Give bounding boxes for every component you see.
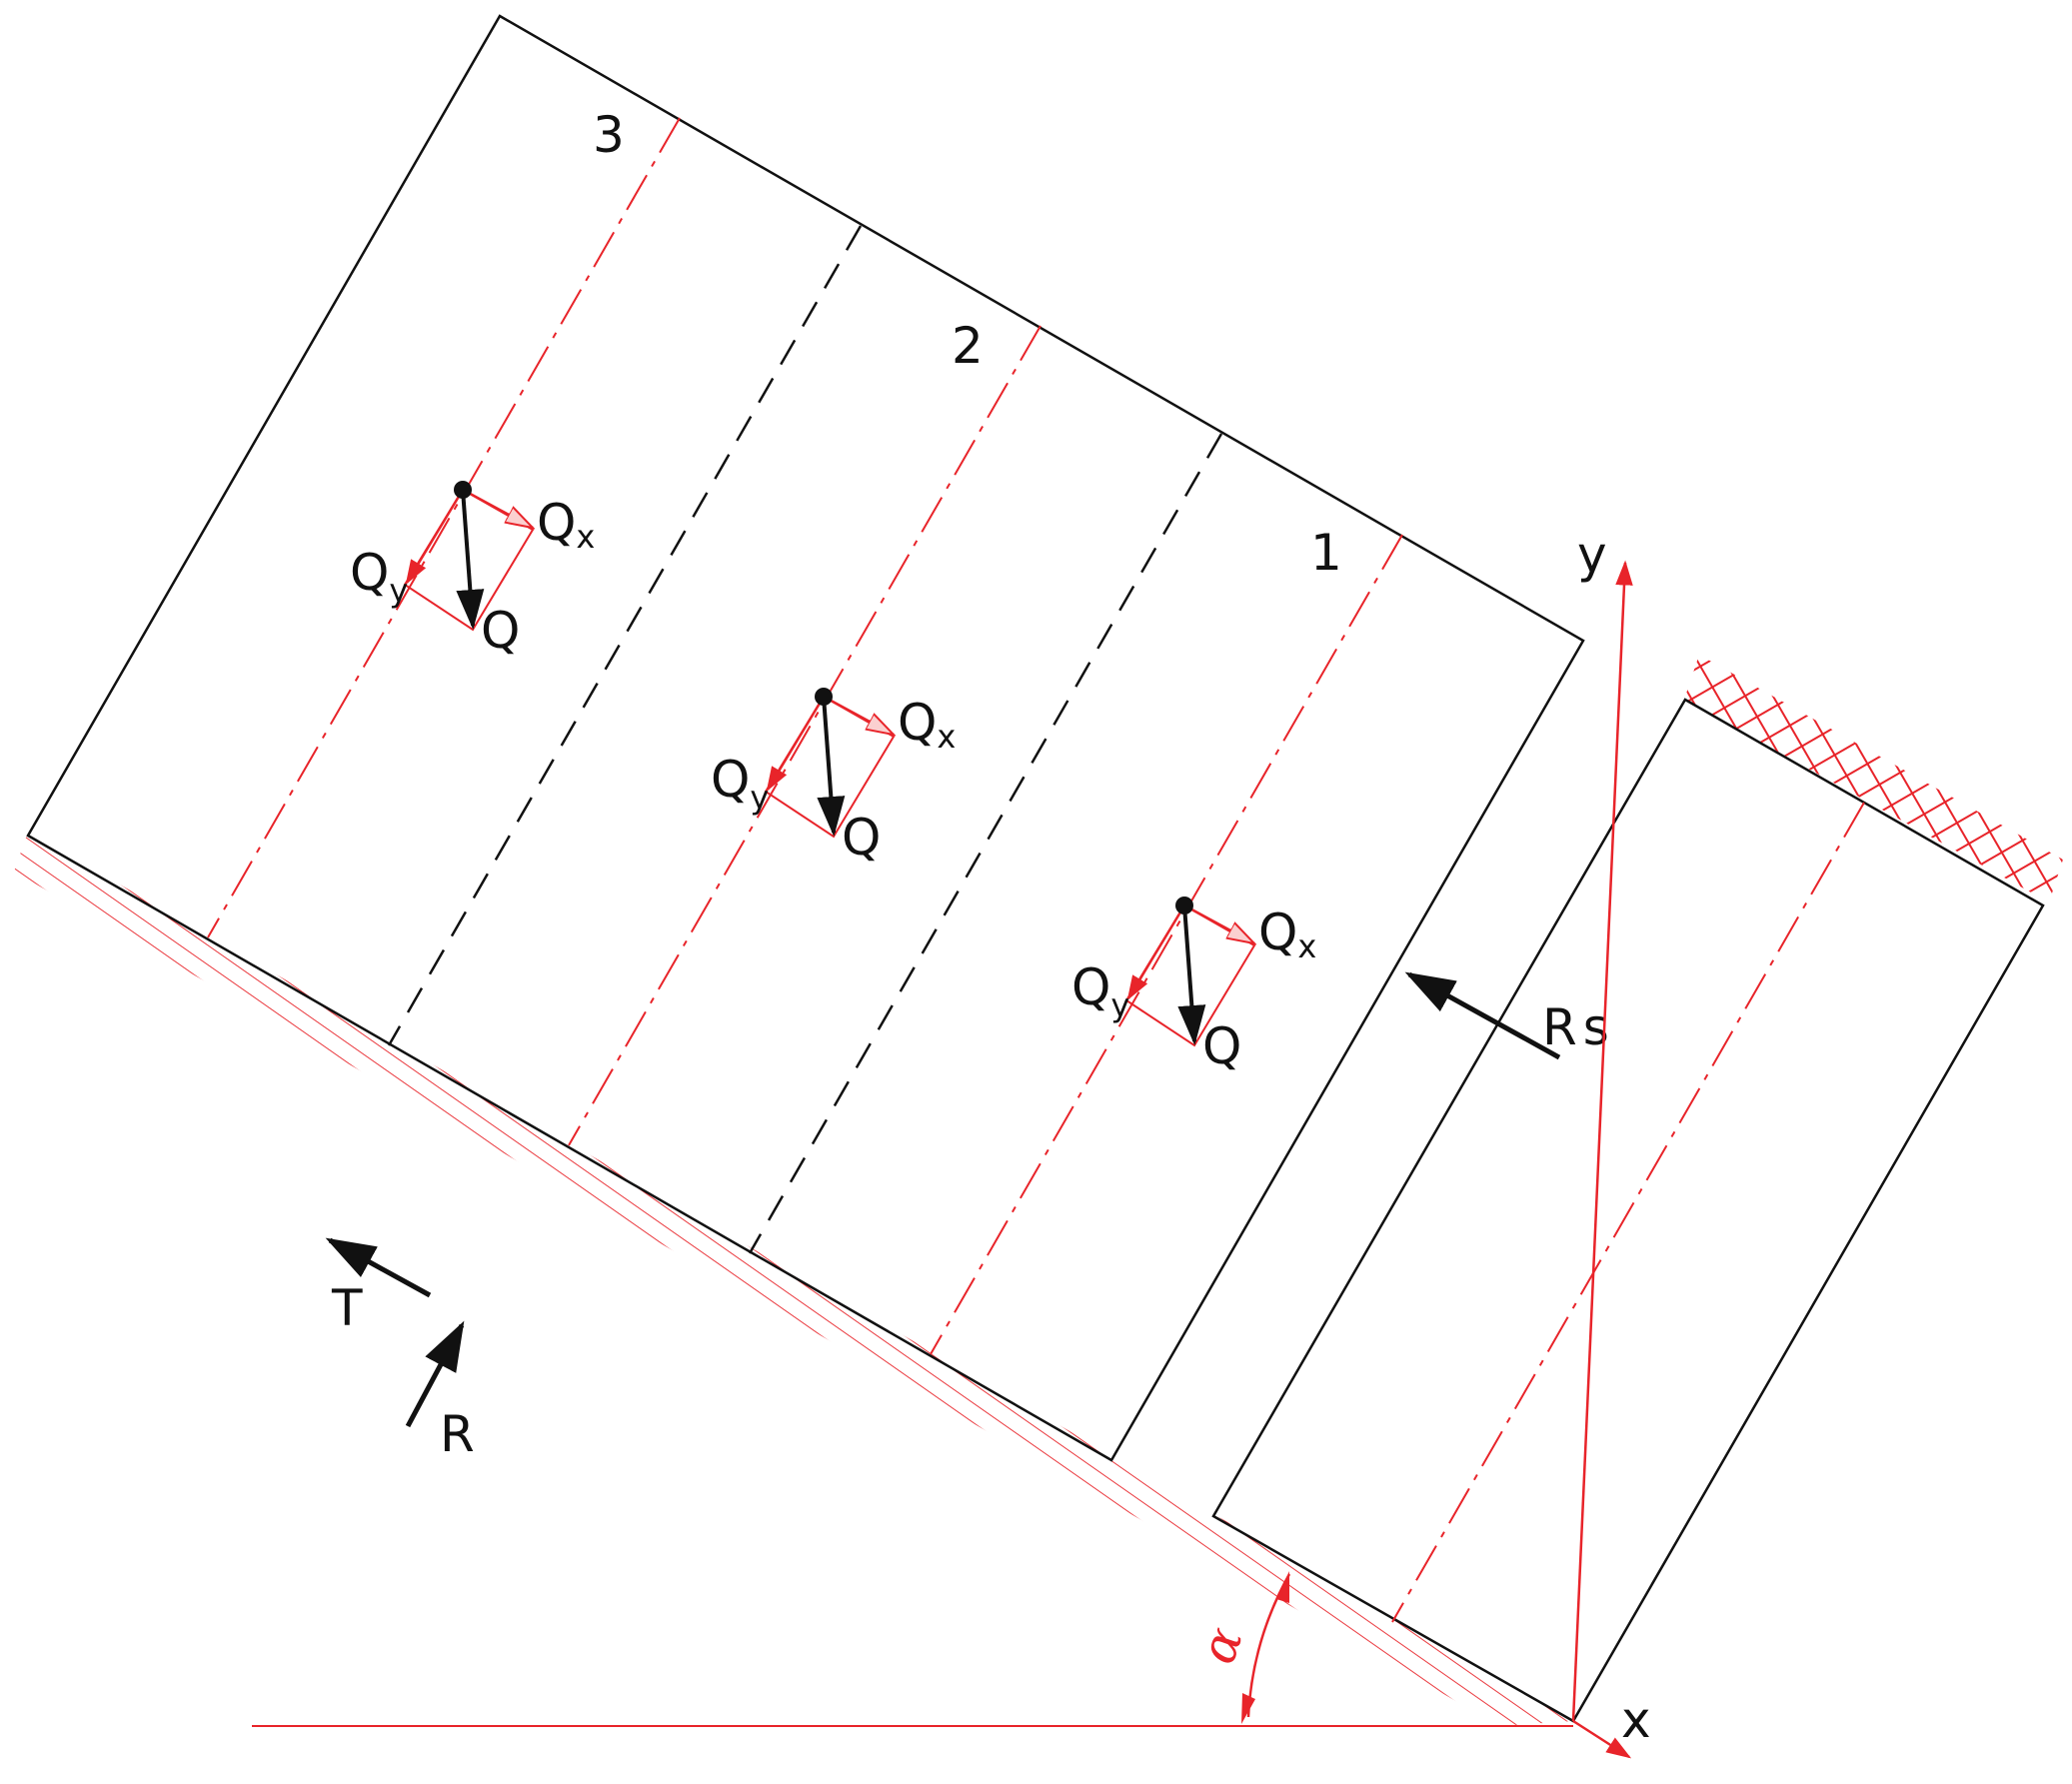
qy-label-1: Qy: [1071, 958, 1129, 1024]
q-arrow-2: [817, 696, 846, 837]
t-arrow: [325, 1237, 432, 1298]
force-group-block-3: Qx Qy Q: [350, 481, 595, 660]
q-arrow-3: [456, 489, 485, 630]
qy-arrow-2: [766, 696, 826, 793]
qx-arrow-2: [823, 695, 894, 735]
centroid-3: [454, 481, 472, 499]
right-block-outline: [1211, 698, 2045, 1723]
r-label: R: [440, 1405, 475, 1463]
block-number-1: 1: [1310, 524, 1342, 582]
angle-arc-head-top: [1276, 1571, 1289, 1603]
qy-label-2: Qy: [711, 751, 769, 817]
centerline-block-3: [207, 117, 681, 938]
qx-arrow-1: [1183, 903, 1254, 943]
centroid-2: [815, 688, 833, 706]
qx-arrow-3: [462, 488, 533, 528]
q-label-3: Q: [481, 602, 520, 660]
t-label: T: [331, 1279, 363, 1337]
separator-block-2-3: [387, 225, 863, 1046]
support-crosshatch: [1684, 655, 2063, 902]
x-axis-label: x: [1621, 1691, 1651, 1749]
qx-label-1: Qx: [1258, 903, 1316, 965]
qx-label-2: Qx: [898, 694, 956, 756]
qy-label-3: Qy: [350, 544, 408, 610]
q-label-1: Q: [1202, 1017, 1241, 1075]
main-body-outline: [26, 14, 1585, 1462]
centerline-block-1: [930, 534, 1403, 1355]
block-number-3: 3: [593, 106, 625, 164]
qy-arrow-3: [405, 489, 465, 586]
angle-arc-head-bottom: [1241, 1693, 1255, 1724]
r-arrow: [405, 1320, 465, 1428]
y-axis-label: y: [1577, 526, 1607, 584]
centerline-block-2: [568, 325, 1041, 1146]
q-arrow-1: [1177, 904, 1206, 1045]
y-axis: [1571, 560, 1633, 1722]
qy-arrow-1: [1126, 904, 1186, 1001]
force-group-block-2: Qx Qy Q: [711, 688, 956, 867]
force-group-block-1: Qx Qy Q: [1071, 896, 1316, 1075]
q-label-2: Q: [842, 809, 881, 867]
rs-arrow: [1404, 971, 1561, 1060]
centerline-right-block: [1391, 802, 1865, 1623]
block-number-2: 2: [952, 317, 984, 375]
qx-label-3: Qx: [537, 494, 595, 556]
ground-hatch: [14, 832, 1573, 1726]
separator-block-1-2: [748, 433, 1223, 1254]
x-axis: [1572, 1719, 1632, 1759]
angle-alpha-label: α: [1188, 1619, 1254, 1671]
centroid-1: [1175, 896, 1193, 914]
